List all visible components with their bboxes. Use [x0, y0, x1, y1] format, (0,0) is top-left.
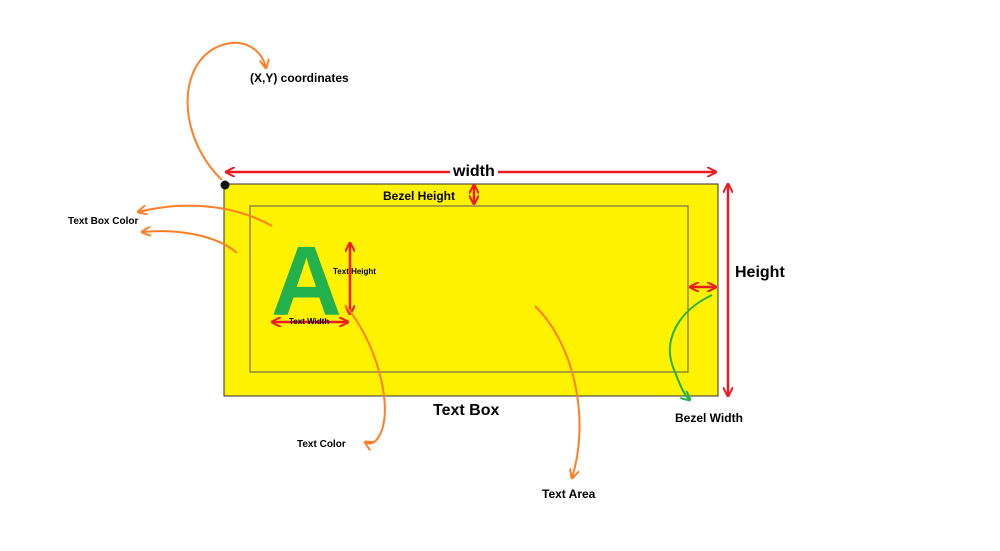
text-color-pointer	[344, 304, 386, 444]
text-box-color-pointer-1	[138, 204, 273, 227]
text-height-label: Text Height	[333, 267, 376, 276]
bezel-height-label: Bezel Height	[383, 189, 456, 203]
height-label: Height	[735, 264, 785, 281]
coordinates-pointer	[186, 41, 266, 181]
text-box-color-pointer-2	[142, 231, 238, 254]
text-box-color-label: Text Box Color	[68, 216, 139, 227]
bezel-width-label: Bezel Width	[675, 411, 743, 425]
sample-letter-a: A	[271, 226, 342, 336]
text-area-pointer	[534, 305, 581, 478]
width-label: width	[453, 163, 495, 180]
text-box-rect	[223, 183, 719, 397]
coordinates-label: (X,Y) coordinates	[250, 71, 349, 85]
text-area-rect	[249, 205, 689, 373]
text-box-label: Text Box	[433, 402, 500, 419]
text-area-label: Text Area	[542, 487, 596, 501]
bezel-width-pointer	[669, 294, 713, 400]
text-width-label: Text Width	[289, 317, 330, 326]
text-color-label: Text Color	[297, 439, 346, 450]
origin-dot	[220, 180, 230, 190]
